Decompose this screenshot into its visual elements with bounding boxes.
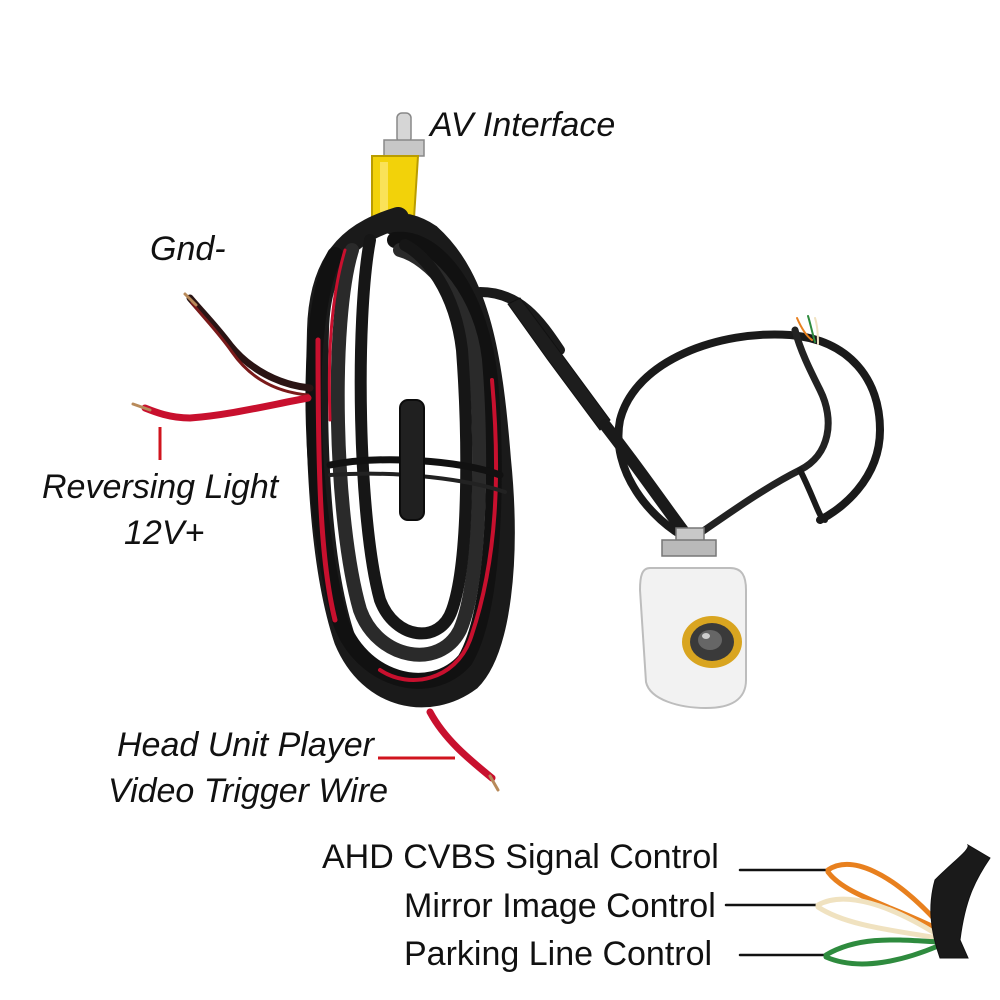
av-interface-label: AV Interface bbox=[430, 106, 616, 144]
ahd-cvbs-label: AHD CVBS Signal Control bbox=[322, 838, 719, 876]
reversing-light-label: Reversing Light bbox=[42, 468, 279, 506]
reversing-light-voltage-label: 12V+ bbox=[124, 514, 205, 552]
control-wires-inset bbox=[724, 843, 991, 967]
parking-line-label: Parking Line Control bbox=[404, 935, 713, 973]
head-unit-label: Head Unit Player bbox=[117, 726, 375, 764]
video-trigger-label: Video Trigger Wire bbox=[108, 772, 388, 810]
rca-connector bbox=[371, 112, 425, 219]
annotation-marks bbox=[158, 427, 455, 760]
trigger-wire bbox=[426, 708, 500, 792]
camera-cable bbox=[475, 287, 885, 546]
power-wires bbox=[131, 292, 314, 422]
cable-coil bbox=[305, 207, 515, 708]
gnd-label: Gnd- bbox=[150, 230, 226, 268]
camera bbox=[638, 527, 747, 710]
mirror-image-label: Mirror Image Control bbox=[404, 887, 716, 925]
